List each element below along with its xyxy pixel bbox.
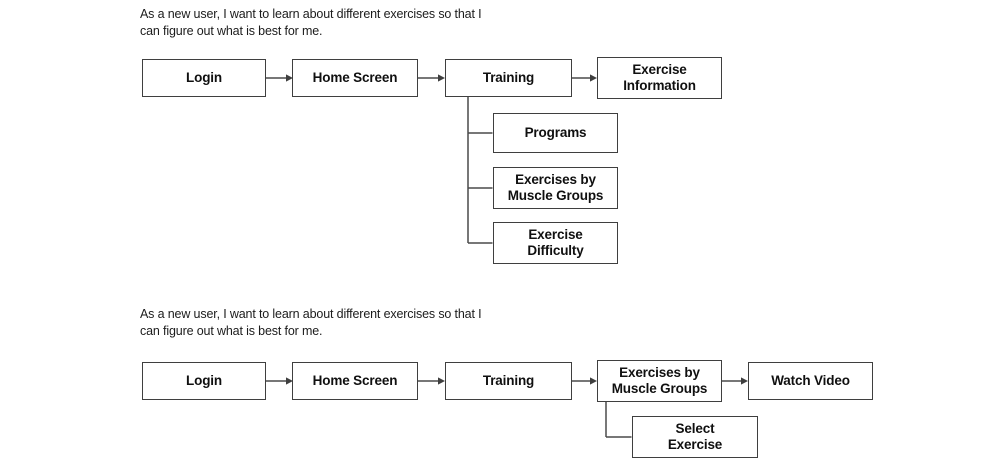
arrow-bottom-home-screen-to-training: [418, 377, 445, 385]
node-bottom-exercises-by-muscle-groups: Exercises by Muscle Groups: [597, 360, 722, 402]
arrow-top-training-to-exercise-information: [572, 74, 597, 82]
branch-lines-bottom-muscle-groups-children: [605, 401, 632, 438]
node-bottom-login: Login: [142, 362, 266, 400]
arrow-bottom-muscle-groups-to-watch-video: [722, 377, 748, 385]
node-bottom-watch-video: Watch Video: [748, 362, 873, 400]
arrow-top-home-screen-to-training: [418, 74, 445, 82]
node-top-home-screen: Home Screen: [292, 59, 418, 97]
node-top-login: Login: [142, 59, 266, 97]
node-bottom-select-exercise: Select Exercise: [632, 416, 758, 458]
user-story-text-top: As a new user, I want to learn about dif…: [140, 7, 482, 38]
node-top-training: Training: [445, 59, 572, 97]
arrow-top-login-to-home-screen: [266, 74, 293, 82]
branch-lines-top-training-children: [467, 96, 493, 244]
node-top-exercise-information: Exercise Information: [597, 57, 722, 99]
node-bottom-training: Training: [445, 362, 572, 400]
arrow-bottom-training-to-exercises-by-muscle-groups: [572, 377, 597, 385]
node-top-exercise-difficulty: Exercise Difficulty: [493, 222, 618, 264]
node-bottom-home-screen: Home Screen: [292, 362, 418, 400]
node-top-programs: Programs: [493, 113, 618, 153]
node-top-exercises-by-muscle-groups: Exercises by Muscle Groups: [493, 167, 618, 209]
user-story-text-bottom: As a new user, I want to learn about dif…: [140, 307, 482, 338]
arrow-bottom-login-to-home-screen: [266, 377, 293, 385]
